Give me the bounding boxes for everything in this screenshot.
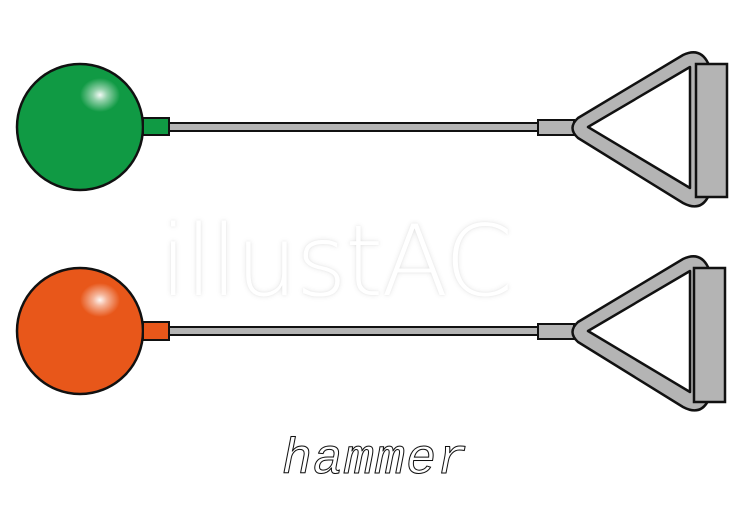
- caption: hammer: [281, 432, 469, 490]
- wire: [167, 326, 541, 336]
- handle-frame-inner: [586, 65, 692, 190]
- ball-highlight: [80, 283, 120, 317]
- green-ball: [15, 62, 145, 192]
- handle-grip: [694, 62, 729, 199]
- wire: [167, 122, 541, 132]
- orange-ball: [15, 266, 145, 396]
- ball-connector: [142, 117, 170, 136]
- handle-connector: [537, 119, 575, 136]
- ball-highlight: [80, 78, 120, 112]
- green-hammer: [15, 51, 729, 208]
- orange-hammer: [15, 255, 727, 412]
- handle-frame-inner: [586, 269, 692, 394]
- handle-grip: [692, 266, 727, 404]
- handle-connector: [537, 323, 575, 340]
- ball-connector: [142, 321, 170, 341]
